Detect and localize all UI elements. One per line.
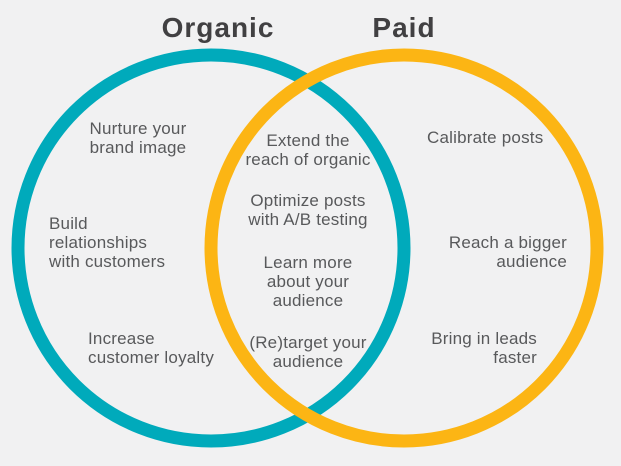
overlap-item-ab-testing: Optimize posts with A/B testing	[248, 191, 368, 229]
overlap-item-retarget-audience: (Re)target your audience	[249, 333, 367, 371]
organic-title: Organic	[161, 12, 275, 43]
organic-item-increase-loyalty: Increase customer loyalty	[88, 329, 215, 367]
organic-circle-outline	[11, 48, 411, 448]
paid-item-calibrate-posts: Calibrate posts	[427, 128, 544, 147]
paid-item-leads-faster: Bring in leads faster	[431, 329, 537, 367]
paid-item-bigger-audience: Reach a bigger audience	[448, 233, 567, 271]
overlap-item-extend-reach: Extend the reach of organic	[245, 131, 371, 169]
overlap-item-learn-audience: Learn more about your audience	[263, 253, 353, 310]
paid-circle-outline	[204, 48, 604, 448]
organic-item-build-relationships: Build relationships with customers	[49, 214, 166, 271]
paid-title: Paid	[372, 12, 436, 43]
organic-item-nurture-brand-image: Nurture your brand image	[89, 119, 187, 157]
